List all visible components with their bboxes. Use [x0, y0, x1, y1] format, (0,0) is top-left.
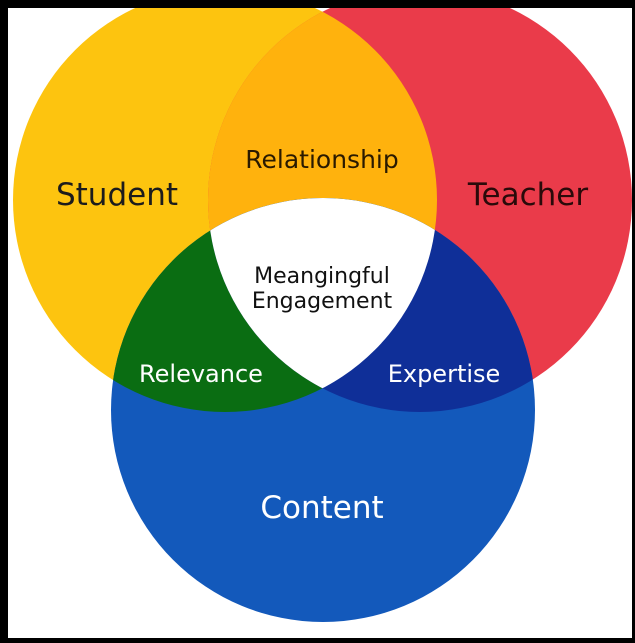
center-label-line2: Engagement — [252, 289, 393, 314]
content-label: Content — [260, 490, 383, 526]
relevance-label: Relevance — [139, 360, 263, 388]
center-label-line1: Meangingful — [254, 264, 390, 289]
expertise-label: Expertise — [388, 360, 501, 388]
student-label: Student — [56, 177, 178, 213]
relationship-label: Relationship — [245, 145, 398, 174]
teacher-label: Teacher — [467, 177, 589, 213]
